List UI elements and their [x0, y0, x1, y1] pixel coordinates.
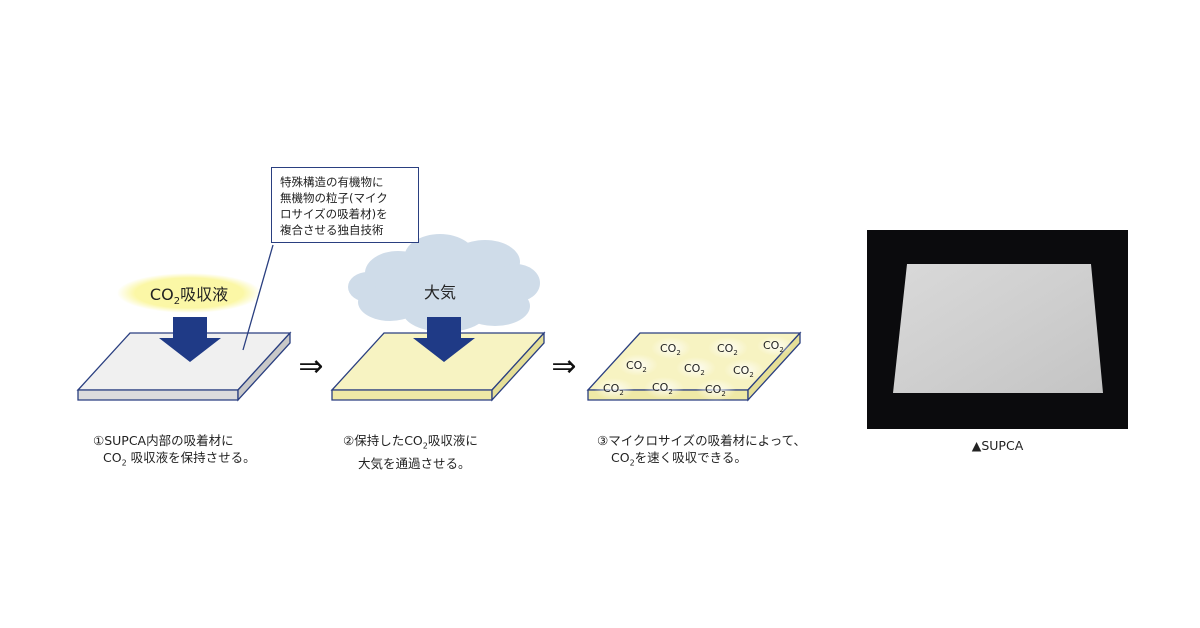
co2-molecule-label: CO2	[733, 364, 754, 379]
callout-line: 無機物の粒子(マイク	[280, 191, 388, 205]
co2-absorbent-label: CO2吸収液	[150, 285, 228, 307]
supca-sheet-2	[330, 331, 546, 402]
photo-caption: ▲SUPCA	[971, 438, 1024, 453]
adsorbent-cells	[594, 336, 793, 401]
air-label: 大気	[424, 283, 456, 302]
supca-sheet-photo-shape	[893, 264, 1103, 393]
air-cloud-icon	[348, 234, 540, 332]
callout-line: 特殊構造の有機物に	[280, 175, 384, 189]
co2-molecule-label: CO2	[652, 381, 673, 396]
callout-line: 複合させる独自技術	[280, 223, 384, 237]
supca-sheet-1	[76, 331, 292, 402]
co2-molecule-label: CO2	[660, 342, 681, 357]
step1-caption: ①SUPCA内部の吸着材に CO2 吸収液を保持させる。	[93, 433, 256, 468]
co2-molecule-label: CO2	[603, 382, 624, 397]
next-step-arrow-icon: ⇒	[551, 349, 576, 384]
callout-line: ロサイズの吸着材)を	[280, 207, 388, 221]
technology-callout: 特殊構造の有機物に 無機物の粒子(マイク ロサイズの吸着材)を 複合させる独自技…	[271, 167, 419, 243]
co2-molecule-label: CO2	[626, 359, 647, 374]
step2-caption: ②保持したCO2吸収液に 大気を通過させる。	[343, 433, 478, 471]
co2-molecule-label: CO2	[684, 362, 705, 377]
next-step-arrow-icon: ⇒	[298, 349, 323, 384]
down-arrow-icon	[159, 317, 221, 362]
down-arrow-icon	[413, 317, 475, 362]
co2-molecule-label: CO2	[705, 383, 726, 398]
step3-caption: ③マイクロサイズの吸着材によって、 CO2を速く吸収できる。	[597, 433, 806, 468]
supca-product-photo	[867, 230, 1128, 429]
co2-absorbent-label-glow	[117, 273, 261, 313]
co2-molecule-label: CO2	[717, 342, 738, 357]
co2-molecule-label: CO2	[763, 339, 784, 354]
callout-leader-line	[242, 244, 274, 351]
